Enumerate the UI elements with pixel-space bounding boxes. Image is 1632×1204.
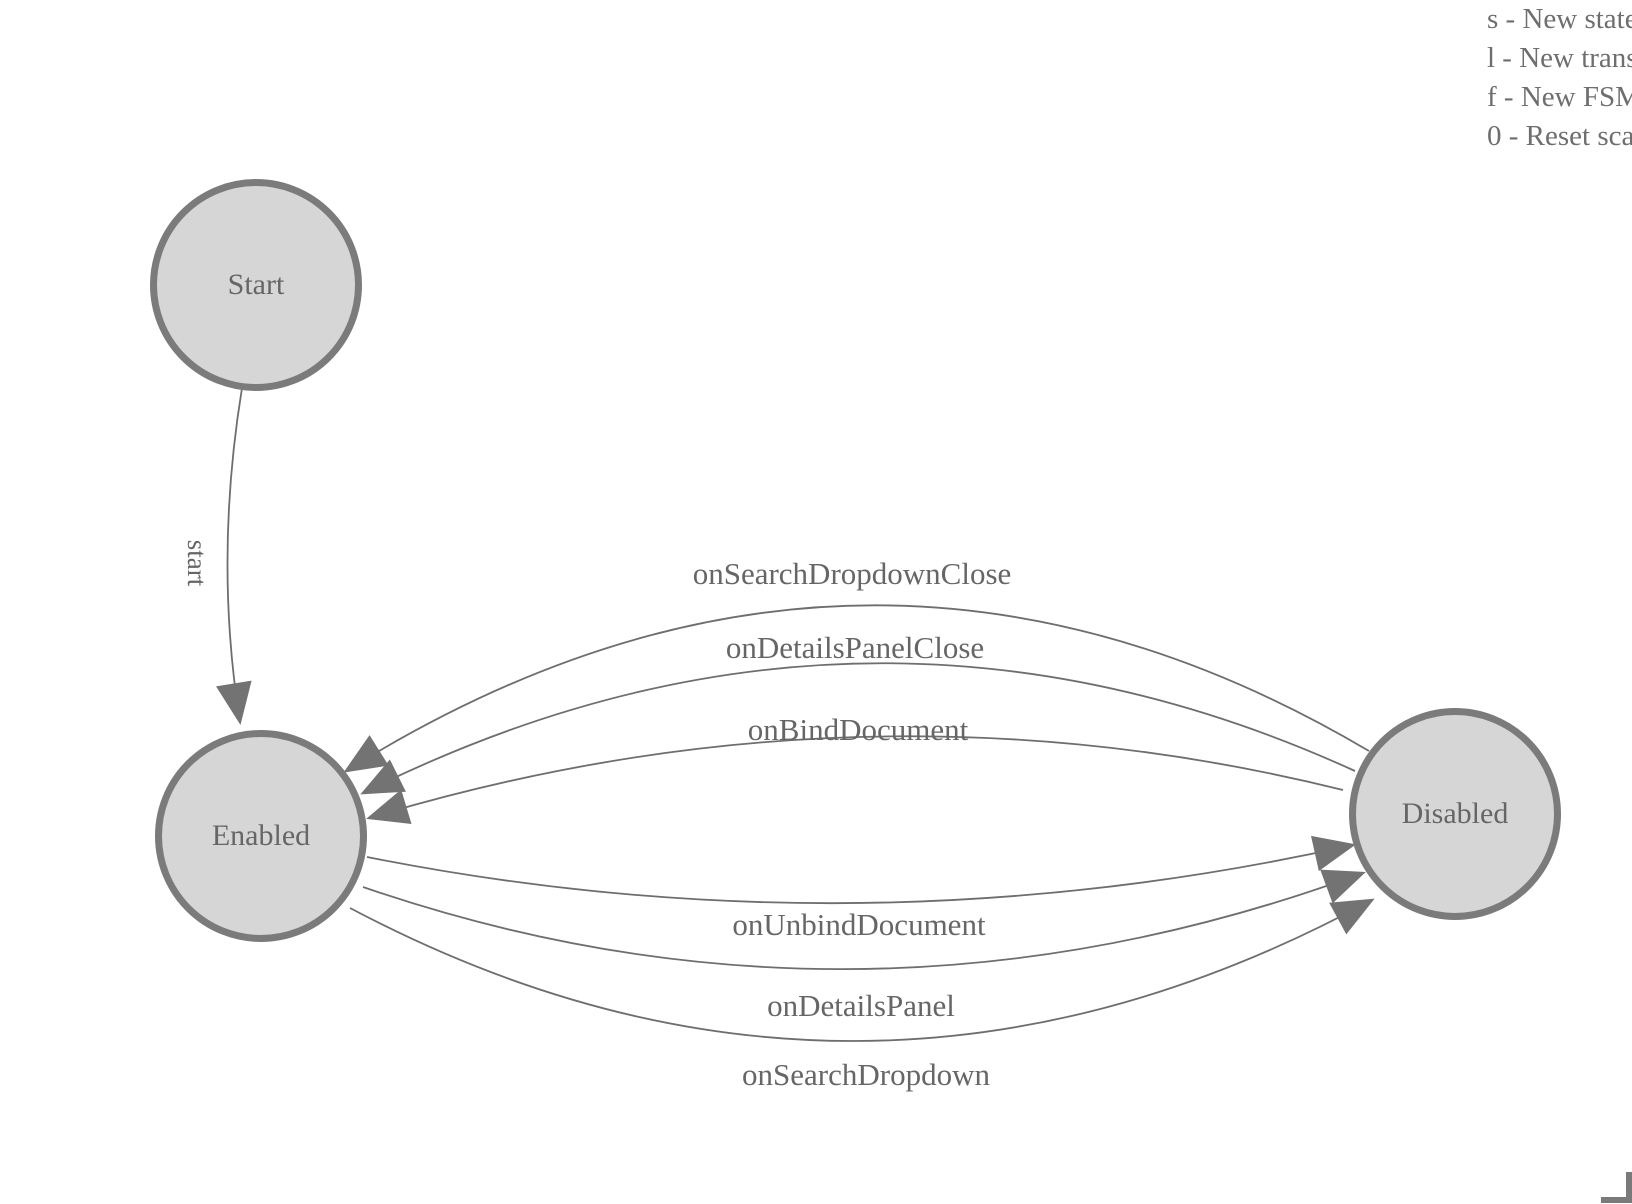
legend-item-new-fsm: f - New FSM — [1487, 81, 1632, 113]
edge-onDetailsPanelClose[interactable] — [360, 662, 1356, 795]
edge-label-onBindDocument: onBindDocument — [748, 712, 969, 747]
state-start-label: Start — [228, 268, 285, 301]
transition-start: start — [182, 387, 252, 725]
state-enabled: Enabled — [155, 730, 367, 942]
transition-onSearchDropdown: onSearchDropdown — [349, 898, 1375, 1092]
edge-label-onDetailsPanel: onDetailsPanel — [767, 988, 955, 1023]
edge-label-onSearchDropdownClose: onSearchDropdownClose — [693, 556, 1012, 591]
edge-label-onDetailsPanelClose: onDetailsPanelClose — [726, 630, 984, 665]
edge-start[interactable] — [216, 387, 252, 725]
legend-item-reset-scale: 0 - Reset scale — [1487, 120, 1632, 152]
transition-onUnbindDocument: onUnbindDocument — [366, 835, 1356, 942]
shortcuts-legend: s - New state l - New transition f - New… — [1487, 0, 1632, 156]
edge-onBindDocument[interactable] — [366, 735, 1344, 824]
legend-item-new-state: s - New state — [1487, 3, 1632, 35]
edge-label-onUnbindDocument: onUnbindDocument — [732, 907, 986, 942]
state-disabled-circle[interactable] — [1349, 708, 1561, 920]
state-enabled-circle[interactable] — [155, 730, 367, 942]
legend-item-new-transition: l - New transition — [1487, 42, 1632, 74]
state-enabled-label: Enabled — [212, 819, 310, 852]
edge-label-onSearchDropdown: onSearchDropdown — [742, 1057, 990, 1092]
edge-onDetailsPanel[interactable] — [362, 869, 1366, 971]
state-disabled: Disabled — [1349, 708, 1561, 920]
state-start: Start — [150, 179, 362, 391]
state-disabled-label: Disabled — [1402, 797, 1509, 830]
transition-onDetailsPanelClose: onDetailsPanelClose — [360, 630, 1356, 795]
edge-onSearchDropdown[interactable] — [349, 898, 1375, 1042]
edge-onUnbindDocument[interactable] — [366, 835, 1356, 905]
edge-label-start: start — [182, 540, 212, 587]
transition-onSearchDropdownClose: onSearchDropdownClose — [343, 556, 1370, 773]
transition-onBindDocument: onBindDocument — [366, 712, 1344, 824]
state-start-circle[interactable] — [150, 179, 362, 391]
canvas-corner-marker — [1601, 1172, 1632, 1203]
transition-onDetailsPanel: onDetailsPanel — [362, 869, 1366, 1023]
edge-onSearchDropdownClose[interactable] — [343, 604, 1370, 773]
